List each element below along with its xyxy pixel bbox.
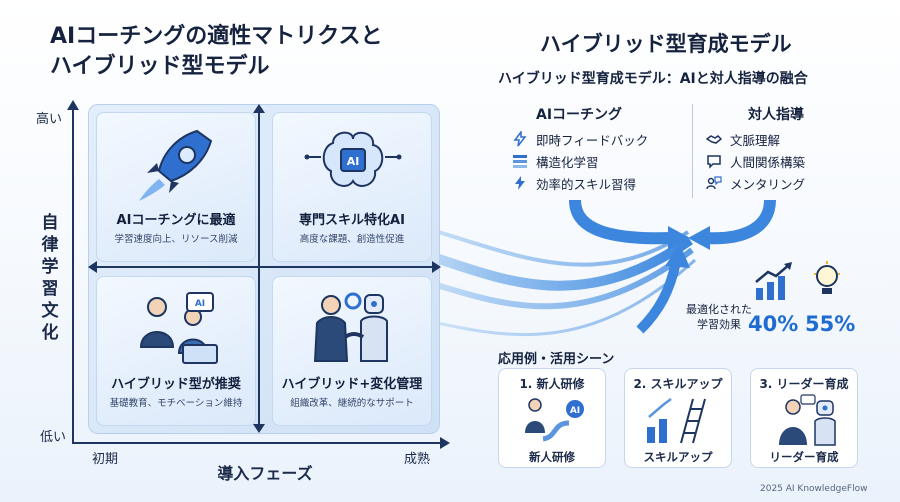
x-axis-arrow	[440, 437, 450, 449]
matrix-divider-vertical	[258, 110, 260, 428]
use-case-heading: 応用例・活用シーン	[498, 352, 615, 367]
x-axis-start-label: 初期	[92, 452, 119, 467]
card-footer: リーダー育成	[769, 450, 839, 464]
x-axis-end-label: 成熟	[404, 452, 431, 467]
mentoring-people-icon: AI	[139, 292, 218, 364]
card-title: 2. スキルアップ	[633, 377, 723, 391]
quadrant-subtitle: 基礎教育、モチベーション維持	[109, 398, 243, 409]
card-footer: スキルアップ	[643, 450, 713, 464]
list-item: 即時フィードバック	[512, 128, 648, 150]
divider-arrow-right	[432, 261, 441, 273]
svg-text:AI: AI	[570, 406, 580, 416]
list-item: 効率的スキル習得	[512, 172, 648, 194]
growth-chart-icon	[755, 262, 792, 300]
ai-feature-list: 即時フィードバック 構造化学習 効率的スキル習得	[512, 128, 648, 194]
list-item: メンタリング	[706, 172, 805, 194]
quadrant-subtitle: 学習速度向上、リソース削減	[114, 234, 238, 245]
quadrant-title: ハイブリッド+変化管理	[281, 377, 423, 392]
ladder-growth-icon	[647, 398, 706, 444]
use-case-card-onboarding: 1. 新人研修 AI 新人研修	[498, 368, 606, 468]
quadrant-hybrid-recommended: AI ハイブリッド型が推奨 基礎教育、モチベーション維持	[96, 276, 256, 426]
people-chat-icon	[706, 176, 722, 190]
svg-text:AI: AI	[195, 299, 205, 309]
human-column-heading: 対人指導	[748, 107, 804, 123]
matrix-divider-horizontal	[92, 266, 436, 268]
x-axis-line	[72, 442, 444, 444]
effect-value-2: 55%	[805, 312, 856, 336]
lightning-icon	[513, 131, 527, 147]
list-icon	[513, 155, 527, 168]
quadrant-title: 専門スキル特化AI	[299, 213, 405, 228]
y-axis-line	[72, 108, 74, 444]
human-feature-list: 文脈理解 人間関係構築 メンタリング	[706, 128, 805, 194]
quadrant-hybrid-change-management: ハイブリッド+変化管理 組織改革、継続的なサポート	[272, 276, 432, 426]
hybrid-model-subtitle: ハイブリッド型育成モデル：AIと対人指導の融合	[498, 71, 808, 87]
leader-robot-icon	[779, 394, 836, 446]
handshake-robot-icon	[313, 292, 388, 362]
effect-label: 最適化された 学習効果	[686, 303, 752, 331]
rocket-icon	[139, 129, 213, 201]
card-title: 1. 新人研修	[519, 377, 585, 391]
lightbulb-icon	[814, 261, 840, 294]
list-item: 構造化学習	[512, 150, 648, 172]
svg-text:AI: AI	[347, 155, 360, 168]
quadrant-title: ハイブリッド型が推奨	[111, 377, 241, 392]
chat-bubble-icon	[707, 155, 721, 169]
divider-arrow-up	[253, 104, 265, 113]
bolt-icon	[515, 176, 525, 190]
hybrid-model-title: ハイブリッド型育成モデル	[540, 32, 792, 56]
y-axis-arrow	[67, 100, 79, 110]
quadrant-subtitle: 組織改革、継続的なサポート	[290, 398, 414, 409]
ai-column-heading: AIコーチング	[536, 107, 623, 123]
column-separator	[692, 104, 693, 198]
card-title: 3. リーダー育成	[759, 377, 849, 391]
use-case-card-skill-up: 2. スキルアップ スキルアップ	[624, 368, 732, 468]
divider-arrow-down	[253, 424, 265, 433]
list-item: 文脈理解	[706, 128, 805, 150]
quadrant-specialized-ai: AI 専門スキル特化AI 高度な課題、創造性促進	[272, 112, 432, 262]
divider-arrow-left	[88, 261, 97, 273]
effect-value-1: 40%	[748, 312, 799, 336]
ai-brain-icon: AI	[304, 131, 402, 187]
card-footer: 新人研修	[529, 450, 575, 464]
page-title: AIコーチングの適性マトリクスと ハイブリッド型モデル	[50, 24, 383, 79]
handshake-icon	[706, 135, 722, 144]
y-axis-high-label: 高い	[36, 112, 63, 127]
quadrant-title: AIコーチングに最適	[116, 213, 236, 228]
onboarding-path-icon: AI	[525, 398, 584, 442]
x-axis-title: 導入フェーズ	[217, 464, 313, 483]
footer-credit: 2025 AI KnowledgeFlow	[760, 484, 868, 494]
list-item: 人間関係構築	[706, 150, 805, 172]
quadrant-ai-optimal: AIコーチングに最適 学習速度向上、リソース削減	[96, 112, 256, 262]
use-case-card-leader: 3. リーダー育成 リーダー育成	[750, 368, 858, 468]
y-axis-title: 自律学習文化	[41, 213, 59, 343]
quadrant-subtitle: 高度な課題、創造性促進	[299, 234, 405, 245]
y-axis-low-label: 低い	[40, 430, 67, 445]
